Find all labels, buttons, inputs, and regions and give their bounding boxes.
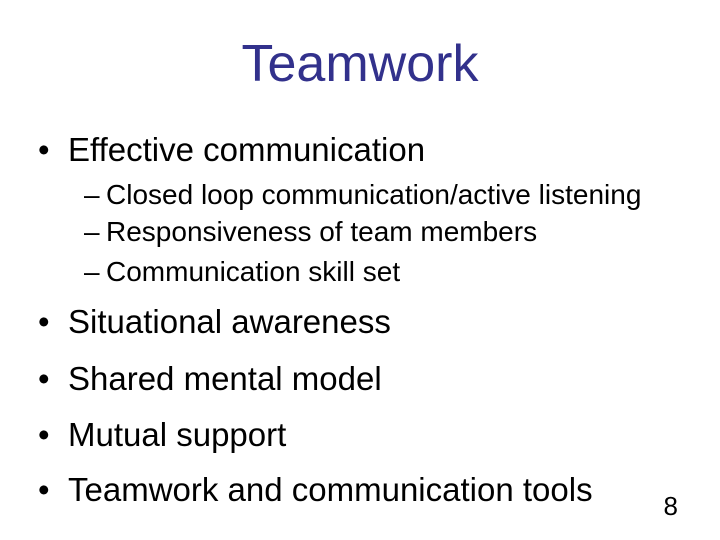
dash-marker: – xyxy=(84,179,100,210)
bullet-text: Teamwork and communication tools xyxy=(68,471,593,508)
bullet-marker: • xyxy=(38,416,50,453)
dash-marker: – xyxy=(84,216,100,247)
bullet-item: • Mutual support xyxy=(38,418,286,451)
sub-bullet-item: –Closed loop communication/active listen… xyxy=(84,181,641,209)
sub-bullet-item: –Communication skill set xyxy=(84,258,400,286)
bullet-item: • Teamwork and communication tools xyxy=(38,473,593,506)
bullet-text: Effective communication xyxy=(68,131,426,168)
sub-bullet-text: Communication skill set xyxy=(106,256,401,287)
bullet-text: Situational awareness xyxy=(68,303,391,340)
slide-title: Teamwork xyxy=(241,35,479,93)
bullet-marker: • xyxy=(38,360,50,397)
bullet-marker: • xyxy=(38,471,50,508)
bullet-text: Shared mental model xyxy=(68,360,382,397)
bullet-marker: • xyxy=(38,303,50,340)
bullet-item: • Situational awareness xyxy=(38,305,391,338)
bullet-item: • Shared mental model xyxy=(38,362,382,395)
sub-bullet-text: Closed loop communication/active listeni… xyxy=(106,179,642,210)
page-number: 8 xyxy=(663,491,678,521)
sub-bullet-text: Responsiveness of team members xyxy=(106,216,538,247)
sub-bullet-item: –Responsiveness of team members xyxy=(84,218,537,246)
bullet-item: • Effective communication xyxy=(38,133,425,166)
dash-marker: – xyxy=(84,256,100,287)
bullet-marker: • xyxy=(38,131,50,168)
bullet-text: Mutual support xyxy=(68,416,287,453)
